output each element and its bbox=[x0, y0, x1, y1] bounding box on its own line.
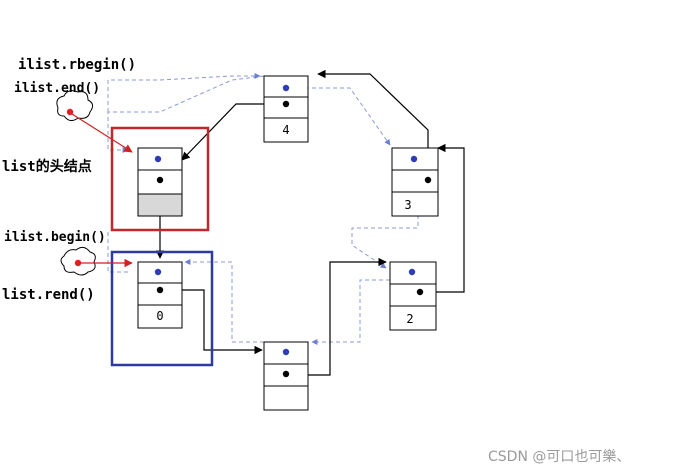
begin-highlight-box bbox=[110, 250, 214, 367]
node-2-value: 2 bbox=[406, 312, 413, 326]
node-0: 0 bbox=[137, 261, 183, 329]
node-bottom bbox=[263, 341, 309, 411]
link-2-to-3 bbox=[420, 143, 465, 293]
node-3: 3 bbox=[391, 147, 439, 217]
head-node bbox=[137, 147, 183, 217]
node-4-value: 4 bbox=[282, 123, 289, 137]
label-rbegin: ilist.rbegin() bbox=[18, 57, 136, 73]
label-rend: list.rend() bbox=[2, 287, 95, 303]
label-head: list的头结点 bbox=[2, 158, 92, 175]
node-4: 4 bbox=[263, 75, 309, 143]
node-0-value: 0 bbox=[156, 309, 163, 323]
node-2: 2 bbox=[389, 261, 437, 331]
node-3-value: 3 bbox=[404, 198, 411, 212]
end-iterator-cloud bbox=[56, 90, 133, 153]
watermark: CSDN @可口也可樂、 bbox=[488, 448, 630, 465]
head-highlight-box bbox=[110, 126, 210, 232]
begin-iterator-cloud bbox=[60, 246, 133, 276]
label-end: ilist.end() bbox=[14, 81, 100, 96]
label-begin: ilist.begin() bbox=[4, 230, 106, 245]
